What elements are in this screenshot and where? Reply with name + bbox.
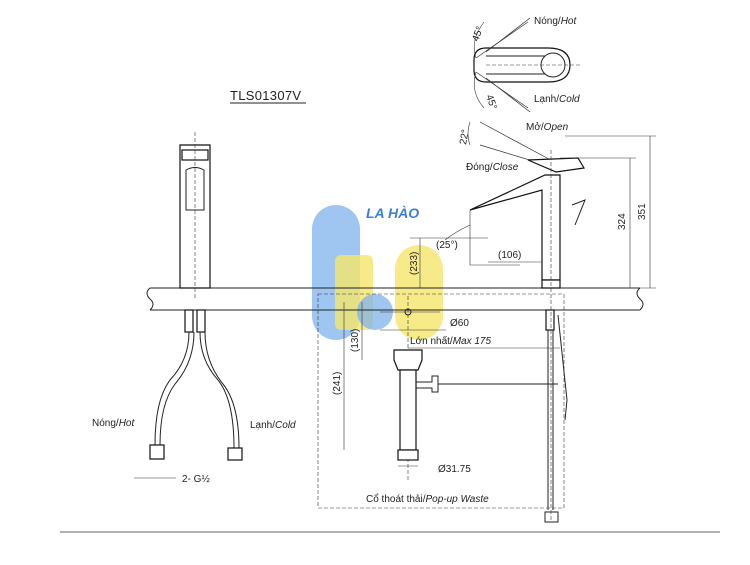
spout-dimensions: (233) (25°) (106) [409, 210, 542, 288]
svg-text:(241): (241) [332, 372, 343, 395]
svg-text:Mở/Open: Mở/Open [526, 121, 569, 133]
svg-text:(25°): (25°) [436, 240, 458, 251]
model-number: TLS01307V [230, 88, 301, 103]
side-view-faucet: 22° Mở/Open Đóng/Close [458, 121, 586, 523]
svg-text:45°: 45° [470, 25, 486, 43]
svg-text:Ø60: Ø60 [450, 318, 469, 329]
height-dimensions: 324 351 [560, 135, 656, 289]
front-view-faucet [179, 132, 211, 333]
svg-text:Nóng/Hot: Nóng/Hot [534, 16, 577, 27]
svg-text:Lạnh/Cold: Lạnh/Cold [250, 420, 296, 431]
popup-waste: Ø60 Lớn nhất/Max 175 (130) (241) Ø31.75 … [317, 293, 565, 509]
svg-text:Lạnh/Cold: Lạnh/Cold [534, 94, 580, 105]
top-view-handle: Nóng/Hot Lạnh/Cold 45° 45° [470, 16, 580, 113]
watermark-logo: LA HÀO [312, 205, 443, 340]
svg-text:Lớn nhất/Max 175: Lớn nhất/Max 175 [410, 335, 491, 347]
svg-text:Cổ thoát thải/Pop-up Waste: Cổ thoát thải/Pop-up Waste [366, 493, 489, 505]
svg-text:Nóng/Hot: Nóng/Hot [92, 418, 135, 429]
dim-351: 351 [637, 203, 648, 220]
watermark-text: LA HÀO [366, 205, 419, 221]
svg-text:Ø31.75: Ø31.75 [438, 464, 471, 475]
svg-text:45°: 45° [483, 93, 499, 111]
svg-text:(106): (106) [498, 250, 521, 261]
svg-text:(233): (233) [409, 252, 420, 275]
svg-text:Đóng/Close: Đóng/Close [466, 162, 519, 173]
svg-text:2- G½: 2- G½ [182, 474, 210, 485]
flexible-hoses: Nóng/Hot Lạnh/Cold 2- G½ [92, 331, 296, 485]
dim-324: 324 [617, 213, 628, 230]
svg-text:22°: 22° [458, 129, 471, 146]
svg-text:(130): (130) [350, 329, 361, 352]
